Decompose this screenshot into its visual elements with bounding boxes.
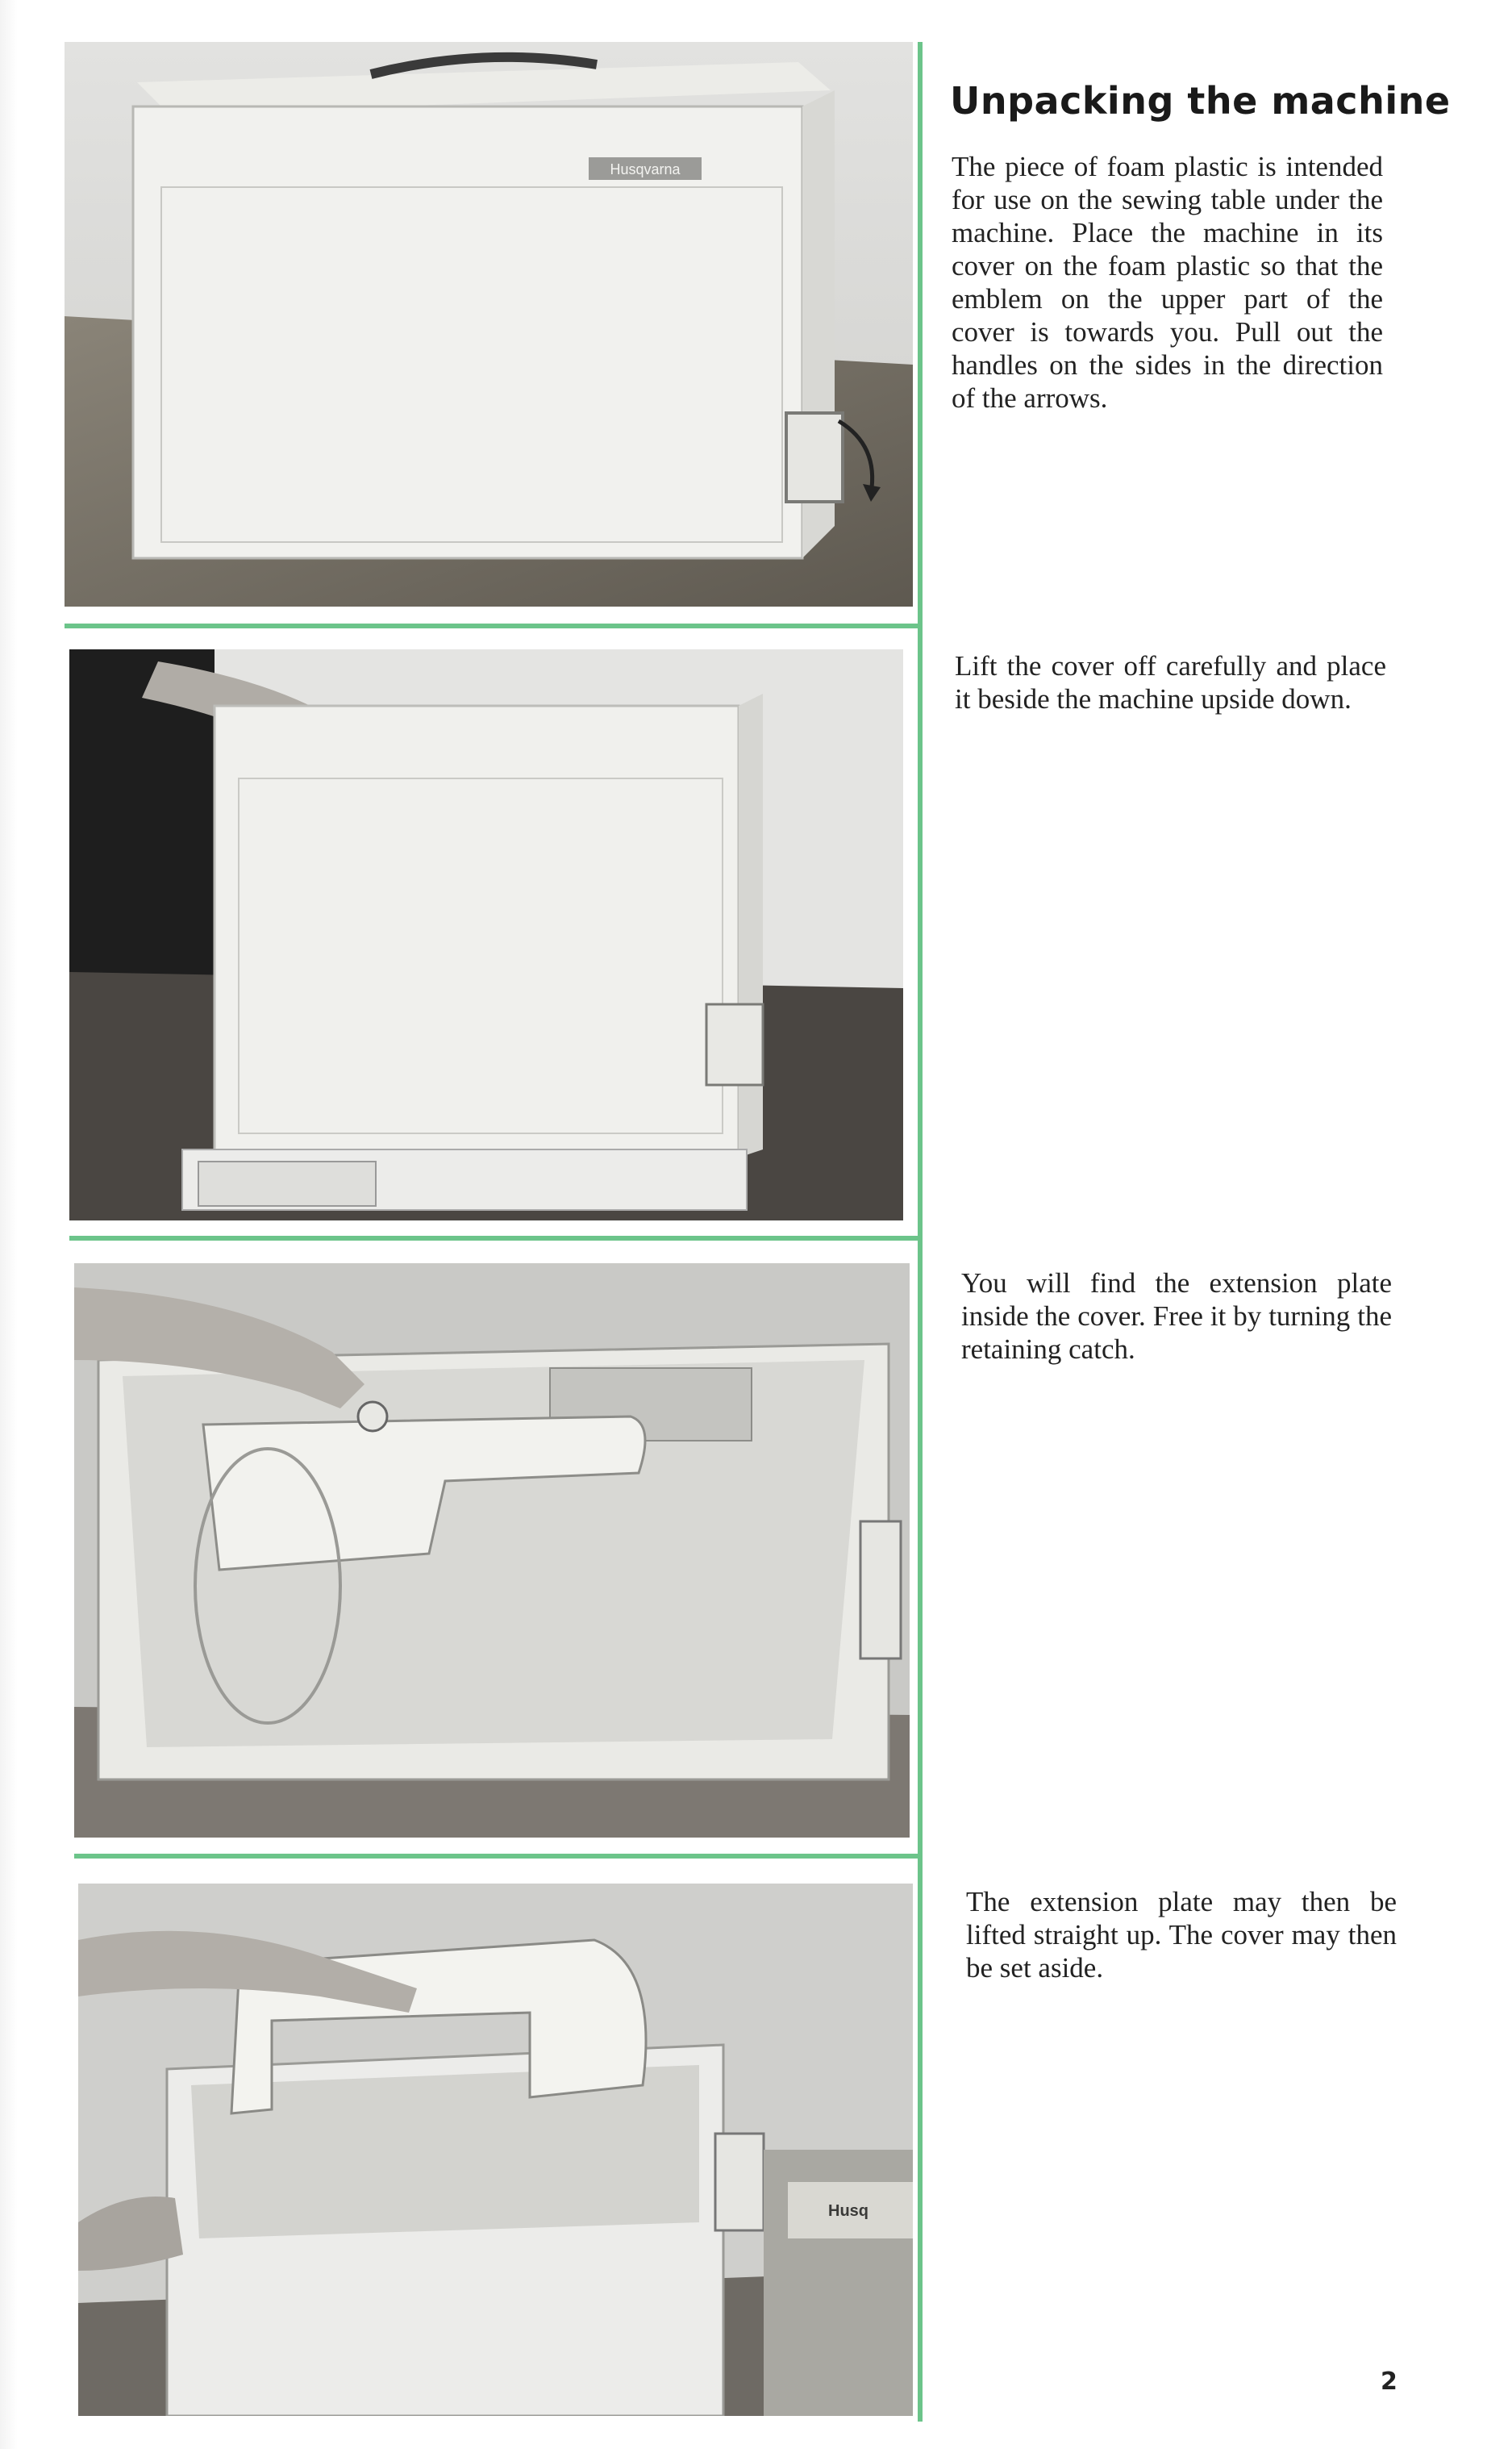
photo-retaining-catch [74, 1263, 910, 1838]
section-title: Unpacking the machine [950, 79, 1451, 123]
step-3-text: You will find the extension plate inside… [961, 1267, 1392, 1365]
photo-lifting-cover [69, 649, 903, 1220]
page-number: 2 [1381, 2368, 1397, 2396]
machine-brand-text: Husq [828, 2202, 868, 2220]
photo-closed-cover: Husqvarna [65, 42, 913, 607]
step-2-text: Lift the cover off carefully and place i… [955, 650, 1386, 715]
vertical-divider [918, 42, 923, 2422]
photo-lifting-plate: Husq [78, 1884, 913, 2416]
step-1-text: The piece of foam plastic is in­tended f… [952, 151, 1383, 414]
brand-emblem: Husqvarna [610, 161, 681, 177]
page-edge [0, 0, 18, 2449]
horizontal-divider-1 [65, 624, 921, 628]
horizontal-divider-3 [74, 1854, 921, 1859]
horizontal-divider-2 [69, 1236, 921, 1241]
step-4-text: The extension plate may then be lifted s… [966, 1886, 1397, 1984]
